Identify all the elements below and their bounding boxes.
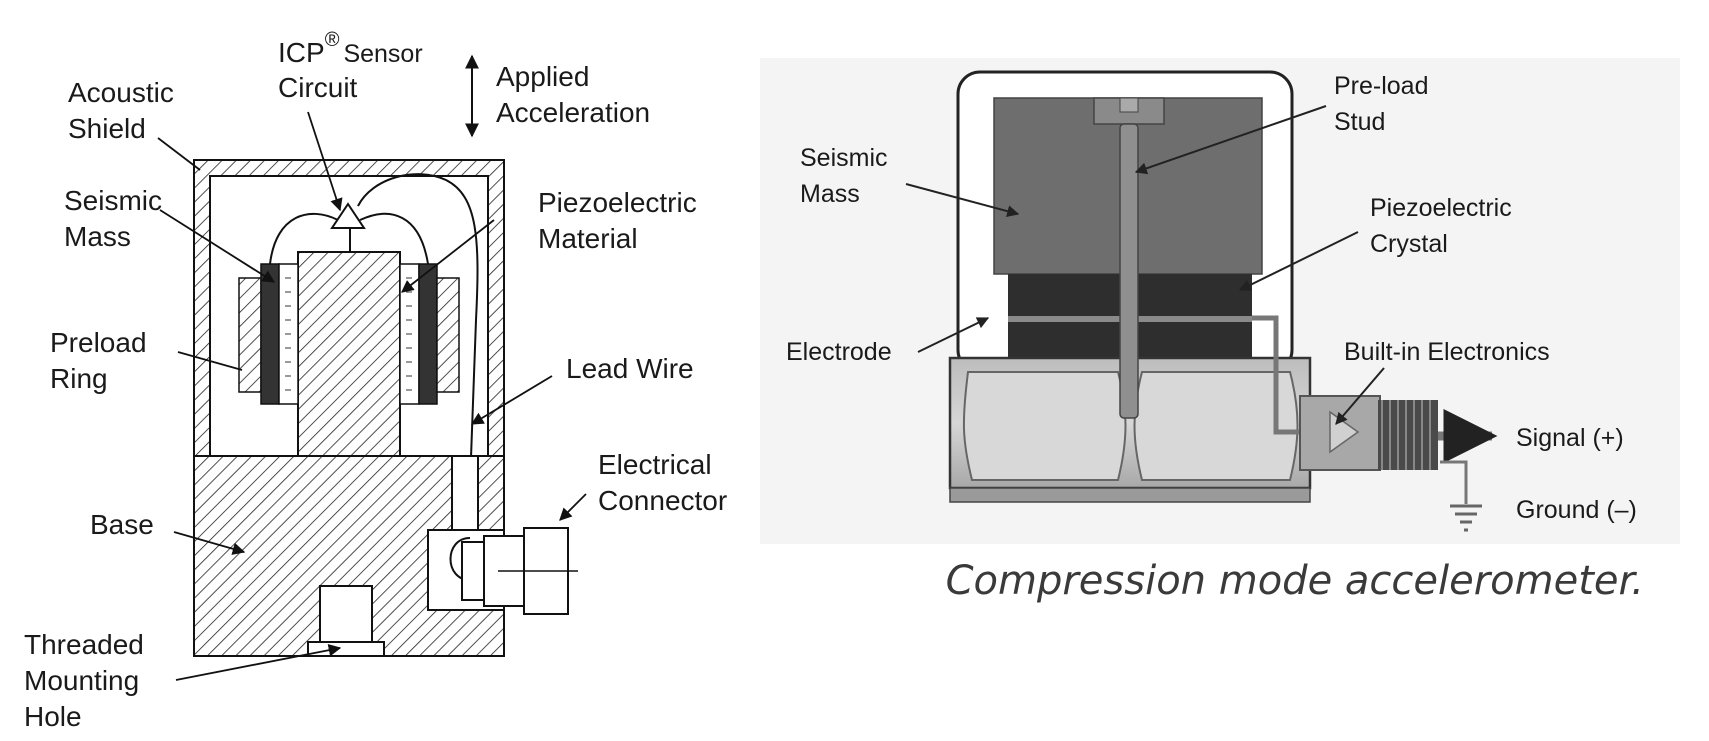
label-electrical-connector-1: Electrical — [598, 449, 712, 480]
wire-to-right-stack — [359, 212, 429, 265]
left-accelerometer-diagram: ICP®Sensor Circuit Applied Acceleration … — [24, 29, 727, 732]
wire-to-left-stack — [269, 212, 339, 265]
figure-caption: Compression mode accelerometer. — [946, 558, 1644, 604]
label-piezoelectric-crystal-1: Piezoelectric — [1370, 194, 1512, 222]
label-acoustic-shield-1: Acoustic — [68, 77, 174, 108]
label-threaded-mounting-hole-1: Threaded — [24, 629, 144, 660]
mounting-hole-shape — [319, 585, 373, 643]
label-seismic-mass-1: Seismic — [64, 185, 162, 216]
base-lobe-left — [962, 371, 1127, 481]
label-electrical-connector-2: Connector — [598, 485, 727, 516]
label-seismic-mass-2: Mass — [64, 221, 131, 252]
label-threaded-mounting-hole-2: Mounting — [24, 665, 139, 696]
label-preload-ring-1: Preload — [50, 327, 147, 358]
base-bottom-plate — [949, 487, 1311, 503]
mounting-hole-flange — [307, 641, 385, 657]
label-preload-stud-1: Pre-load — [1334, 72, 1429, 100]
label-preload-ring-2: Ring — [50, 363, 108, 394]
label-lead-wire: Lead Wire — [566, 353, 694, 384]
label-icp-sensor: ICP®Sensor — [278, 29, 423, 68]
right-leader-lines — [905, 105, 1385, 425]
seismic-mass-right — [418, 263, 438, 405]
label-built-in-electronics: Built-in Electronics — [1344, 338, 1550, 366]
label-icp-circuit: Circuit — [278, 72, 358, 103]
icp-amplifier-triangle — [330, 202, 366, 229]
preload-stud-shaft — [1119, 123, 1139, 419]
base-lobe-right — [1133, 371, 1299, 481]
label-applied-acceleration-1: Applied — [496, 61, 589, 92]
preload-stud-nub — [1119, 97, 1139, 113]
label-piezoelectric-material-2: Material — [538, 223, 638, 254]
label-piezoelectric-material-1: Piezoelectric — [538, 187, 697, 218]
left-leader-lines — [157, 111, 587, 681]
label-seismic-mass-right-2: Mass — [800, 180, 860, 208]
seismic-mass-left — [260, 263, 280, 405]
label-electrode: Electrode — [786, 338, 892, 366]
label-base: Base — [90, 509, 154, 540]
preload-ring-right — [436, 277, 460, 393]
ground-symbol — [1450, 504, 1482, 532]
right-accelerometer-diagram: Pre-load Stud Seismic Mass Piezoelectric… — [760, 58, 1680, 544]
label-threaded-mounting-hole-3: Hole — [24, 701, 82, 732]
label-piezoelectric-crystal-2: Crystal — [1370, 230, 1448, 258]
label-preload-stud-2: Stud — [1334, 108, 1385, 136]
label-ground: Ground (–) — [1516, 496, 1637, 524]
connector-nut — [461, 541, 485, 601]
label-acoustic-shield-2: Shield — [68, 113, 146, 144]
lead-wire-shape — [357, 173, 479, 541]
piezo-charge-marks-left — [285, 277, 291, 391]
label-signal: Signal (+) — [1516, 424, 1624, 452]
preload-ring-left — [238, 277, 262, 393]
center-post-shape — [297, 251, 401, 457]
connector-slot — [451, 455, 479, 537]
connector-thread — [1378, 400, 1438, 470]
signal-wire — [1252, 315, 1320, 435]
ground-wire — [1440, 460, 1468, 504]
label-applied-acceleration-2: Acceleration — [496, 97, 650, 128]
label-seismic-mass-right-1: Seismic — [800, 144, 888, 172]
